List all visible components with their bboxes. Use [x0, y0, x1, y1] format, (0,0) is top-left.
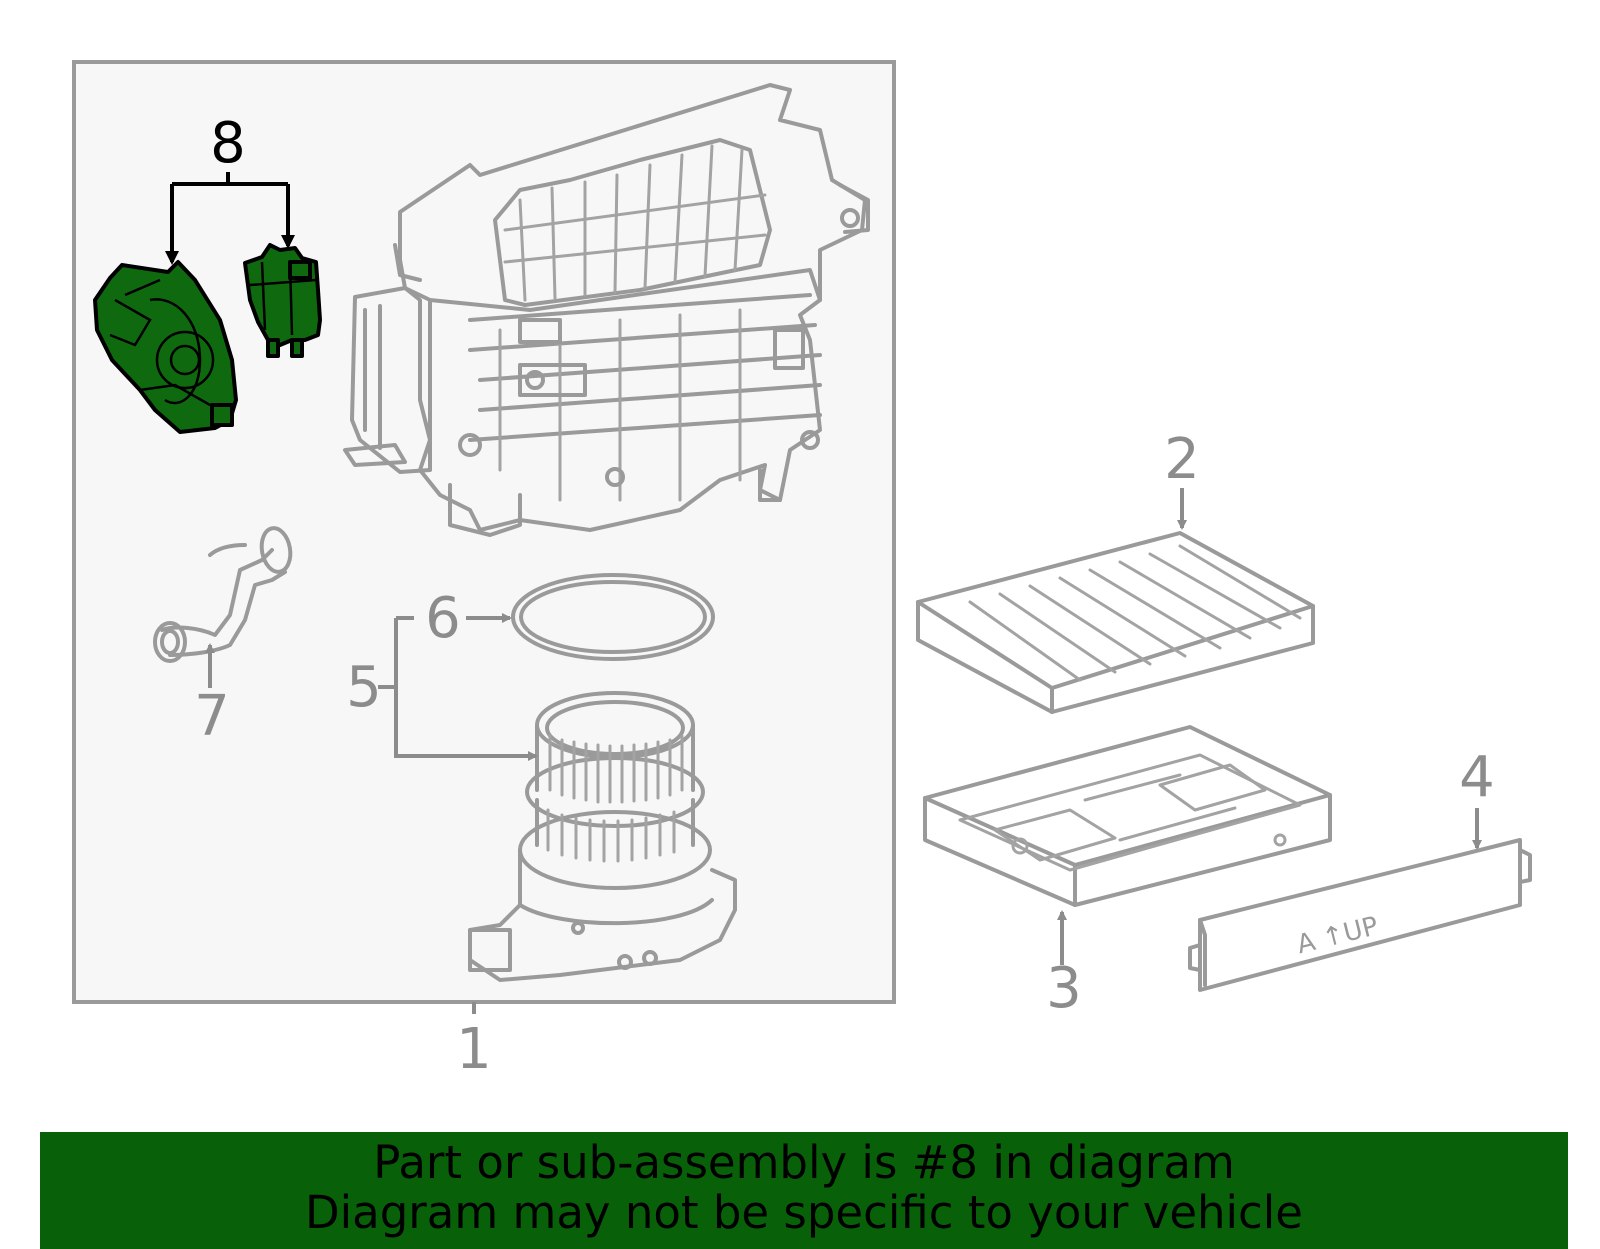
drain-hose-drawing [153, 526, 293, 663]
callout-8: 8 [210, 111, 246, 176]
filter-tray-drawing [923, 725, 1332, 907]
highlighted-part-8 [93, 243, 322, 434]
callout-2: 2 [1164, 427, 1200, 492]
callout-1: 1 [456, 1017, 492, 1082]
leader-lines [165, 172, 1482, 1014]
callout-6: 6 [425, 586, 461, 651]
banner-line-1: Part or sub-assembly is #8 in diagram [373, 1136, 1235, 1189]
callout-7: 7 [194, 684, 230, 749]
info-banner: Part or sub-assembly is #8 in diagram Di… [40, 1132, 1568, 1249]
blower-motor-drawing [468, 691, 737, 982]
gasket-ring-drawing [511, 573, 715, 661]
callout-5: 5 [346, 655, 382, 720]
banner-line-2: Diagram may not be specific to your vehi… [305, 1186, 1303, 1239]
callout-3: 3 [1046, 956, 1082, 1021]
callout-4: 4 [1459, 745, 1495, 810]
cabin-filter-drawing [916, 531, 1315, 714]
hvac-case-drawing [343, 83, 870, 537]
